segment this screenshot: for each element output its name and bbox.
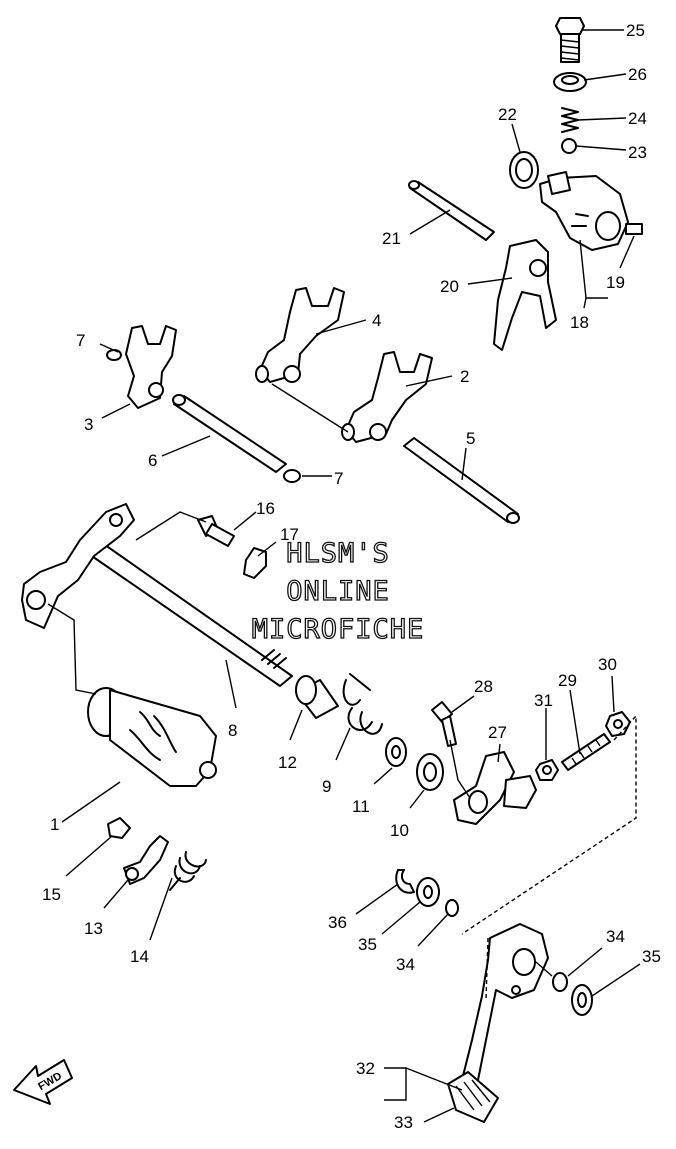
label-2: 2 [460,367,469,386]
label-35-a: 35 [358,935,377,954]
label-23: 23 [628,143,647,162]
fwd-arrow-icon [13,1059,73,1105]
part-32-shift-pedal [461,923,549,1091]
part-14-spring [169,851,207,891]
part-19-pin [625,223,643,235]
part-11-washer [385,737,407,767]
label-22: 22 [498,105,517,124]
part-7-clip-a [106,349,122,361]
label-18: 18 [570,313,589,332]
part-7-clip-b [283,469,301,483]
label-20: 20 [440,277,459,296]
part-6-shaft [172,394,287,473]
part-2-fork [341,351,433,443]
label-4: 4 [372,311,381,330]
label-24: 24 [628,109,647,128]
label-7-b: 7 [334,469,343,488]
part-35-washer-a [416,877,440,907]
part-5-shaft [403,437,520,524]
label-26: 26 [628,65,647,84]
label-7-a: 7 [76,331,85,350]
part-22-seal [509,151,539,189]
label-14: 14 [130,947,149,966]
label-8: 8 [228,721,237,740]
label-32: 32 [356,1059,375,1078]
part-9-spring [342,673,383,735]
watermark: HLSM'S ONLINE MICROFICHE [251,537,425,645]
part-24-spring [561,107,579,133]
watermark-line-1: HLSM'S [286,538,390,569]
part-10-seal [416,753,444,791]
part-8-shift-shaft [21,503,293,687]
part-15-bolt [107,817,131,839]
part-17-lock-washer [243,547,267,579]
label-33: 33 [394,1113,413,1132]
label-6: 6 [148,451,157,470]
part-34-oring-b [552,972,568,992]
part-20-fork [493,239,557,351]
label-16: 16 [256,499,275,518]
part-29-rod [561,733,611,771]
part-26-washer [553,72,587,92]
part-labels: 25 26 24 23 22 21 20 19 18 7 4 2 3 6 5 7… [42,21,661,1132]
label-9: 9 [322,777,331,796]
part-12-collar [295,675,339,719]
label-27: 27 [488,723,507,742]
watermark-line-3: MICROFICHE [252,614,425,645]
label-10: 10 [390,821,409,840]
part-33-rubber [447,1071,499,1123]
part-3-fork [125,325,177,409]
label-19: 19 [606,273,625,292]
part-4-fork [255,287,345,383]
label-34-a: 34 [396,955,415,974]
label-29: 29 [558,671,577,690]
label-3: 3 [84,415,93,434]
label-25: 25 [626,21,645,40]
label-12: 12 [278,753,297,772]
label-28: 28 [474,677,493,696]
label-5: 5 [466,429,475,448]
label-34-b: 34 [606,927,625,946]
label-30: 30 [598,655,617,674]
label-13: 13 [84,919,103,938]
leader-lines [47,29,641,1123]
label-15: 15 [42,885,61,904]
part-23-ball [561,138,577,154]
label-11: 11 [352,797,370,816]
watermark-line-2: ONLINE [286,576,390,607]
part-25-bolt [555,17,585,63]
label-36: 36 [328,913,347,932]
part-34-oring-a [445,899,459,917]
part-36-circlip [395,869,415,894]
part-31-nut [535,759,559,781]
label-1: 1 [50,815,59,834]
part-21-shaft [408,180,495,241]
part-27-lever [453,751,537,825]
part-18-lever-assy [539,171,629,251]
part-35-washer-b [571,984,593,1016]
part-13-stopper-lever [123,835,169,885]
label-17: 17 [280,525,299,544]
part-28-bolt [431,701,457,747]
label-21: 21 [382,229,401,248]
label-31: 31 [534,691,553,710]
part-1-shift-drum [87,687,217,787]
part-30-nut [605,711,631,737]
label-35-b: 35 [642,947,661,966]
